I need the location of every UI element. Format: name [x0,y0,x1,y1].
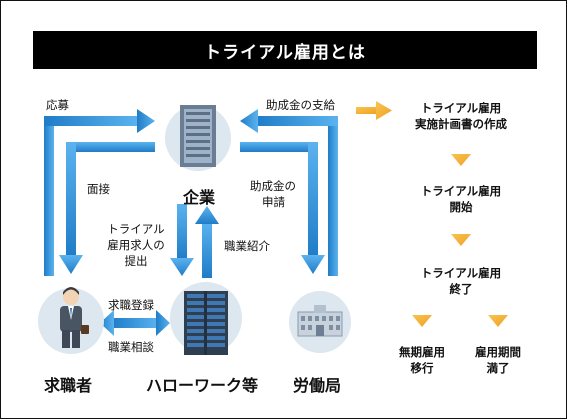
flow-arrow-4 [488,315,508,327]
job-referral-label: 職業紹介 [224,239,270,253]
flow-step-end: トライアル雇用 終了 [401,265,521,297]
tower-building-icon [184,291,228,355]
flow-branch-permanent-line1: 無期雇用 [399,345,445,359]
flow-branch-expiry: 雇用期間 満了 [463,344,533,376]
trial-offer-label-3: 提出 [124,254,148,268]
job-consultation-label: 職業相談 [108,340,154,354]
flow-step-plan: トライアル雇用 実施計画書の作成 [401,100,521,132]
flow-branch-expiry-line2: 満了 [486,361,510,375]
flow-step-plan-line1: トライアル雇用 [420,101,502,115]
trial-offer-label-2: 雇用求人の [107,238,165,252]
job-registration-label: 求職登録 [108,298,154,312]
flow-arrow-2 [451,234,471,246]
flow-step-start-line1: トライアル雇用 [420,184,502,198]
jobseeker-label: 求職者 [44,376,93,395]
government-building-icon [297,305,343,337]
flow-arrow-1 [451,154,471,166]
apply-label: 応募 [46,98,69,112]
flow-branch-permanent: 無期雇用 移行 [387,344,457,376]
subsidy-payment-arrow [240,109,338,276]
flow-step-start-line2: 開始 [449,200,473,214]
interview-arrow [59,142,155,274]
flow-arrow-3 [412,315,432,327]
labor-bureau-label: 労働局 [293,376,342,395]
subsidy-request-arrow [240,142,325,274]
flow-branch-permanent-line2: 移行 [410,361,434,375]
interview-label: 面接 [87,182,110,196]
to-flow-arrow [356,101,392,120]
flow-step-start: トライアル雇用 開始 [401,183,521,215]
flow-branch-expiry-line1: 雇用期間 [475,345,521,359]
flow-step-end-line2: 終了 [449,282,473,296]
page-title: トライアル雇用とは [33,31,537,69]
businessman-icon [60,287,89,348]
trial-offer-label-1: トライアル [107,222,165,236]
flow-step-plan-line2: 実施計画書の作成 [415,117,507,131]
trial-offer-arrow [170,204,194,276]
office-building-icon [180,105,216,167]
flow-step-end-line1: トライアル雇用 [420,266,502,280]
subsidy-request-label-1: 助成金の [250,179,296,193]
registration-double-arrow [100,310,170,336]
subsidy-payment-label: 助成金の支給 [266,98,335,112]
subsidy-request-label-2: 申請 [262,195,285,209]
company-label: 企業 [183,188,216,207]
job-referral-arrow [195,206,219,278]
hellowork-label: ハローワーク等 [146,376,259,395]
apply-arrow [44,109,155,276]
